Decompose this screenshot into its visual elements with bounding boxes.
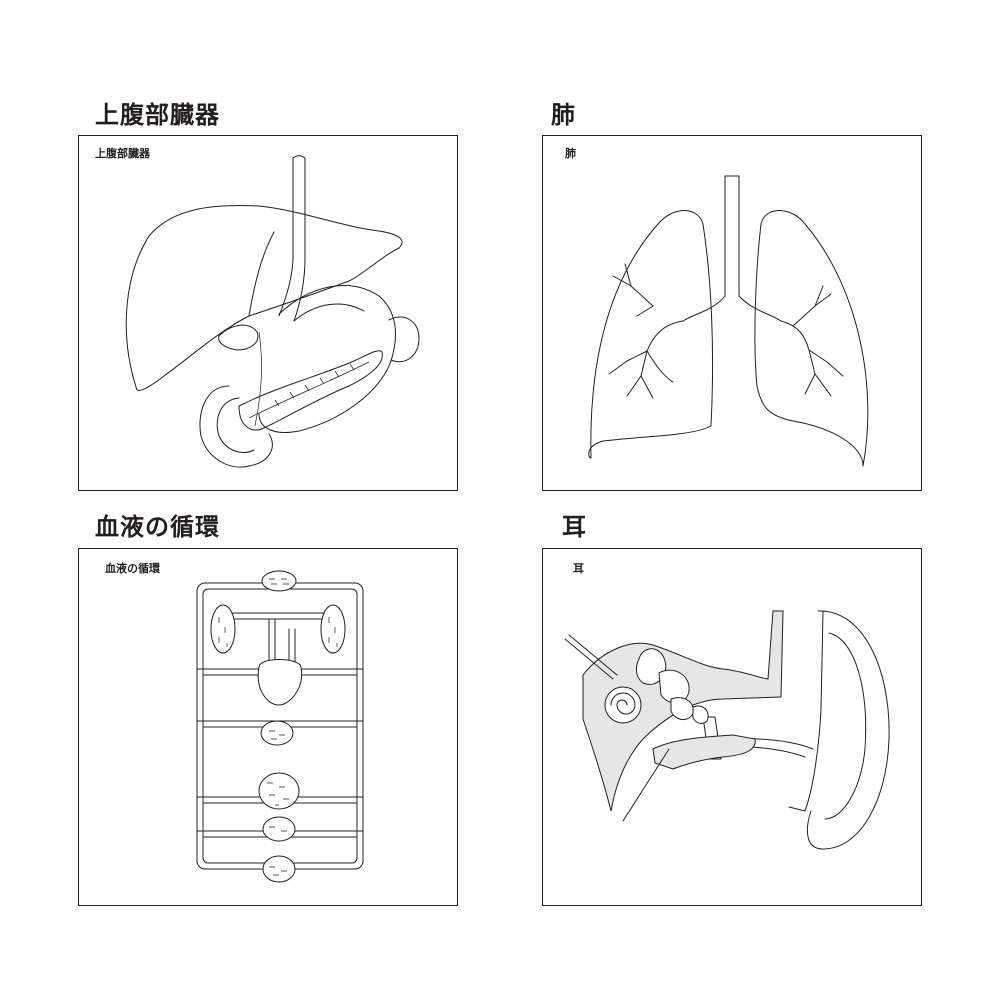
panel-label-lungs: 肺 (565, 147, 576, 160)
panel-label-blood-circulation: 血液の循環 (105, 562, 160, 575)
ear-anatomy-illustration (564, 610, 890, 850)
panel-upper-abdominal-organs: 上腹部臓器 (78, 135, 458, 491)
lungs-illustration (588, 175, 869, 467)
heading-lungs: 肺 (551, 101, 576, 129)
panel-ear: 耳 (542, 548, 922, 906)
heading-ear: 耳 (562, 513, 587, 541)
panel-lungs: 肺 (542, 135, 922, 491)
panel-label-upper-abdominal-organs: 上腹部臓器 (95, 147, 150, 160)
blood-circulation-illustration (196, 570, 364, 883)
heading-blood-circulation: 血液の循環 (95, 513, 220, 541)
panel-label-ear: 耳 (573, 562, 584, 575)
heading-upper-abdominal-organs: 上腹部臓器 (95, 101, 220, 129)
panel-blood-circulation: 血液の循環 (78, 548, 458, 906)
upper-abdominal-organs-illustration (125, 155, 420, 468)
